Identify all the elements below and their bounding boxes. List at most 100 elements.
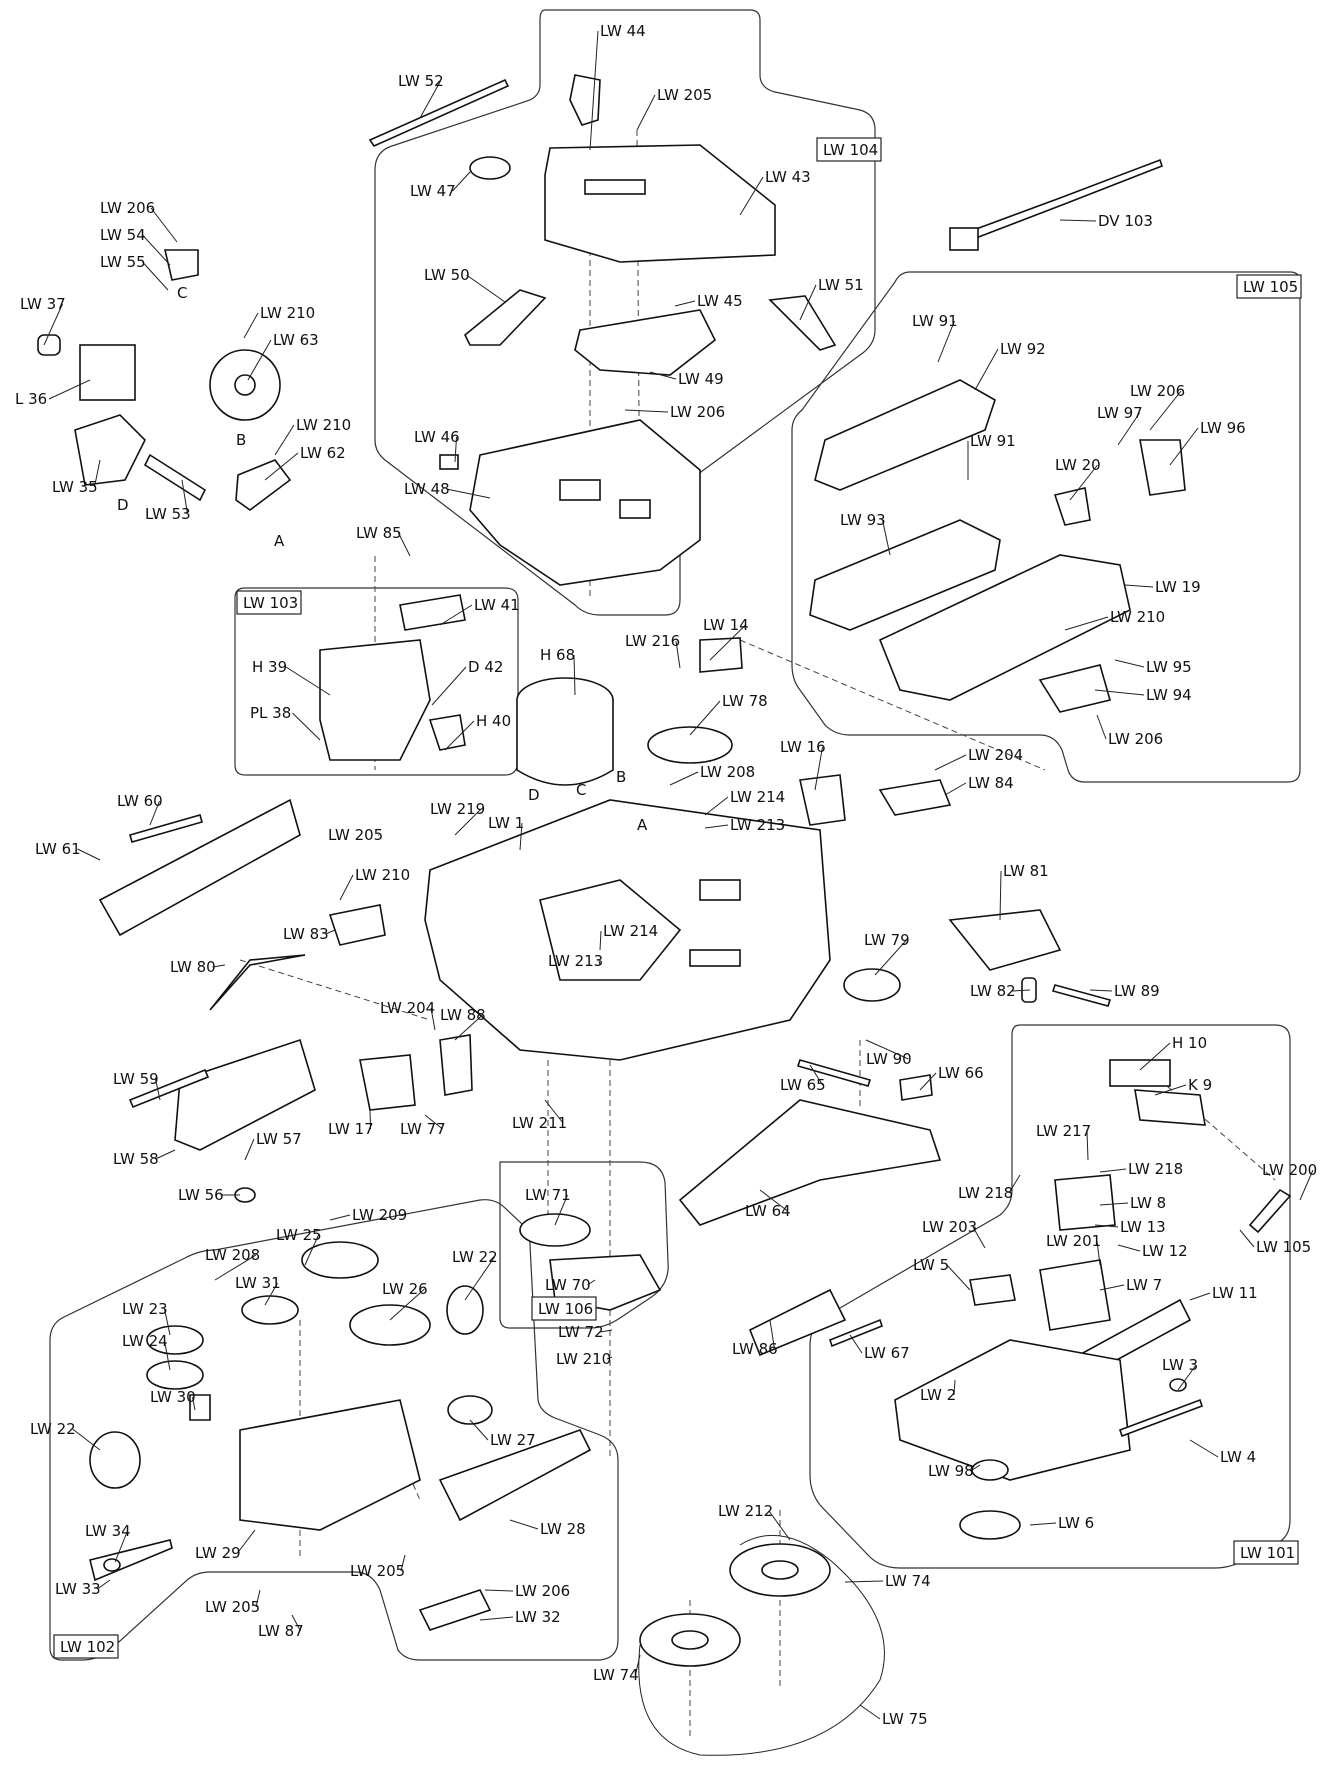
label-lw54: LW 54 <box>100 226 146 244</box>
leader-lw32 <box>479 1616 514 1621</box>
label-lw28: LW 28 <box>540 1520 586 1538</box>
leader-lw14 <box>709 624 746 661</box>
ref-letter-c2: C <box>576 781 586 799</box>
part-lw48-slot-b <box>619 499 651 519</box>
label-lw26: LW 26 <box>382 1280 428 1298</box>
part-lw74a-hub <box>761 1560 799 1580</box>
part-lw54 <box>163 249 199 281</box>
label-lw85: LW 85 <box>356 524 402 542</box>
part-lw59 <box>128 1068 210 1109</box>
leader-lw64 <box>759 1189 788 1212</box>
leader-lw205c <box>400 1554 406 1572</box>
label-lw7: LW 7 <box>1126 1276 1162 1294</box>
part-lw33 <box>89 1539 173 1582</box>
leader-lw205a <box>636 94 656 131</box>
label-lw60: LW 60 <box>117 792 163 810</box>
label-k9: K 9 <box>1188 1076 1212 1094</box>
label-lw87: LW 87 <box>258 1622 304 1640</box>
leader-lw201 <box>1096 1240 1101 1266</box>
leader-lw24 <box>164 1340 171 1371</box>
label-h40: H 40 <box>476 712 511 730</box>
label-lw94: LW 94 <box>1146 686 1192 704</box>
leader-lw77 <box>424 1114 443 1130</box>
leader-l36 <box>48 379 91 400</box>
leader-lw13 <box>1094 1224 1119 1228</box>
label-lw30: LW 30 <box>150 1388 196 1406</box>
part-lw31 <box>241 1295 299 1325</box>
label-lw16: LW 16 <box>780 738 826 756</box>
leader-lw34 <box>114 1530 128 1563</box>
label-lw70: LW 70 <box>545 1276 591 1294</box>
label-lw82: LW 82 <box>970 982 1016 1000</box>
label-lw203: LW 203 <box>922 1218 977 1236</box>
leader-lw74a <box>844 1580 884 1583</box>
part-lw63-hub <box>234 374 256 396</box>
part-lw48-slot-a <box>559 479 601 501</box>
leader-lw87 <box>291 1614 301 1632</box>
label-lw25: LW 25 <box>276 1226 322 1244</box>
part-lw48 <box>469 419 701 586</box>
leader-lw30 <box>192 1396 196 1411</box>
leader-lw98 <box>970 1464 981 1472</box>
leader-lw67 <box>849 1334 863 1354</box>
leader-lw214b <box>599 930 602 951</box>
label-lw8: LW 8 <box>1130 1194 1166 1212</box>
ref-letter-a2: A <box>637 816 648 834</box>
label-lw103: LW 103 <box>243 594 298 612</box>
label-lw205b: LW 205 <box>328 826 383 844</box>
leader-lw74b <box>635 1654 641 1676</box>
leader-lw217 <box>1086 1130 1089 1161</box>
part-lw19 <box>878 554 1131 701</box>
leader-lw29 <box>237 1529 256 1554</box>
label-lw106: LW 106 <box>538 1300 593 1318</box>
label-lw77: LW 77 <box>400 1120 446 1138</box>
part-lw3 <box>1169 1378 1187 1392</box>
leader-lw43 <box>739 176 764 216</box>
label-lw74b: LW 74 <box>593 1666 639 1684</box>
leader-lw63 <box>247 339 272 381</box>
part-lw78 <box>647 726 733 764</box>
label-lw23: LW 23 <box>122 1300 168 1318</box>
label-lw47: LW 47 <box>410 182 456 200</box>
label-lw62: LW 62 <box>300 444 346 462</box>
leader-h40 <box>444 720 475 751</box>
label-lw22a: LW 22 <box>452 1248 498 1266</box>
label-lw97: LW 97 <box>1097 404 1143 422</box>
label-lw212: LW 212 <box>718 1502 773 1520</box>
leader-lw200 <box>1299 1169 1314 1201</box>
label-lw48: LW 48 <box>404 480 450 498</box>
part-lw22a <box>446 1285 484 1335</box>
part-lw43 <box>544 144 776 263</box>
leader-lw210b <box>274 424 295 456</box>
leader-lw218a <box>1099 1168 1127 1173</box>
label-lw83: LW 83 <box>283 925 329 943</box>
leader-lw78 <box>689 700 721 736</box>
label-lw67: LW 67 <box>864 1344 910 1362</box>
leader-lw212 <box>768 1510 791 1541</box>
part-lw74b-hub <box>671 1630 709 1650</box>
leader-lw54 <box>142 234 171 266</box>
leader-lw66 <box>919 1072 937 1091</box>
leader-lw5 <box>946 1264 971 1291</box>
label-lw91b: LW 91 <box>970 432 1016 450</box>
leader-lw31 <box>264 1282 278 1306</box>
leader-lw70 <box>587 1279 596 1286</box>
part-lw67 <box>829 1318 883 1348</box>
leader-h68 <box>573 654 576 696</box>
leader-lw210a <box>243 312 259 339</box>
leader-lw213a <box>704 824 729 829</box>
label-lw61: LW 61 <box>35 840 81 858</box>
leader-lw46 <box>454 436 457 463</box>
group-tag-lw103 <box>236 590 302 615</box>
label-lw84: LW 84 <box>968 774 1014 792</box>
part-lw70 <box>549 1254 662 1311</box>
part-lw62 <box>235 459 292 511</box>
label-lw219: LW 219 <box>430 800 485 818</box>
label-lw79: LW 79 <box>864 931 910 949</box>
leader-lw41 <box>439 604 473 626</box>
label-lw3: LW 3 <box>1162 1356 1198 1374</box>
leader-lw25 <box>304 1234 319 1266</box>
leader-lw83 <box>325 929 336 935</box>
part-lw79 <box>843 968 901 1002</box>
